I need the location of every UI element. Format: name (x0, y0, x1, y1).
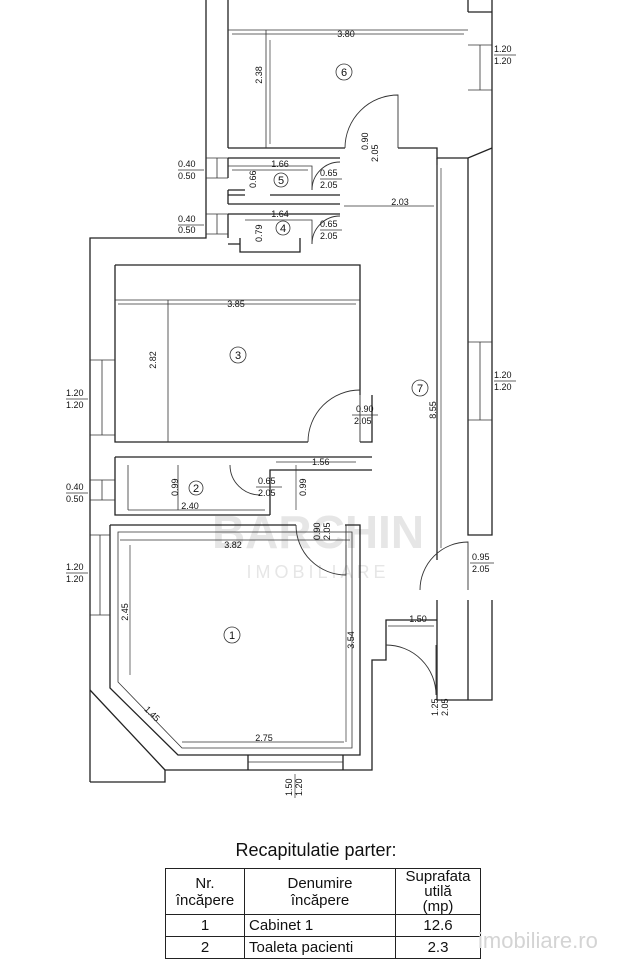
room-4: 1.64 0.79 4 0.65 2.05 0.40 0.50 (178, 209, 342, 253)
dim-r2-width: 2.40 (181, 501, 199, 511)
cell-area: 2.3 (395, 936, 481, 959)
table-row: 2 Toaleta pacienti 2.3 (165, 936, 481, 959)
dim-door-entrance2: 1.25 (430, 698, 440, 716)
entrance: 0.95 2.05 1.50 1.25 2.05 (385, 541, 494, 716)
dim-r6-width: 3.80 (337, 29, 355, 39)
dim-r3-height: 2.82 (148, 351, 158, 369)
dim-door-r1: 0.90 (312, 522, 322, 540)
dim-win-r6b: 1.20 (494, 56, 512, 66)
room-2: 2.40 0.99 0.99 1.56 2 0.65 2.05 0.40 0.5… (66, 456, 372, 516)
dim-win-r3: 1.20 (66, 388, 84, 398)
dim-r2-height2: 0.99 (298, 478, 308, 496)
dim-win-r1b: 1.20 (66, 574, 84, 584)
dim-r1-height: 2.45 (120, 603, 130, 621)
dim-r1-diag: 1.45 (142, 704, 161, 723)
header-name: Denumire încăpere (244, 868, 396, 915)
dim-r1-width: 3.82 (224, 540, 242, 550)
dim-corridor-width: 2.03 (391, 197, 409, 207)
dim-win-r2b: 0.50 (66, 494, 84, 504)
table-row: 1 Cabinet 1 12.6 (165, 914, 481, 937)
dim-door-entrance2-b: 2.05 (440, 698, 450, 716)
cell-name: Toaleta pacienti (244, 936, 396, 959)
cell-nr: 2 (165, 936, 245, 959)
room-label-2: 2 (193, 483, 199, 495)
dim-door-r6: 0.90 (360, 132, 370, 150)
dim-door-r3b: 2.05 (354, 416, 372, 426)
dim-door-entrance: 0.95 (472, 552, 490, 562)
watermark-sub: IMOBILIARE (246, 562, 389, 582)
cell-nr: 1 (165, 914, 245, 937)
dim-r6-height: 2.38 (254, 66, 264, 84)
dim-r1-height2: 3.54 (346, 631, 356, 649)
dim-door-entrance-b: 2.05 (472, 564, 490, 574)
dim-entrance-width: 1.50 (409, 614, 427, 624)
dim-win-r4b: 0.50 (178, 225, 196, 235)
summary-title: Recapitulatie parter: (235, 840, 397, 860)
dim-r4-width: 1.64 (271, 209, 289, 219)
outer-walls (89, 0, 493, 783)
dim-win-r6: 1.20 (494, 44, 512, 54)
dim-win-r1-bottom-b: 1.20 (294, 778, 304, 796)
dim-win-r2: 0.40 (66, 482, 84, 492)
room-7: 8.55 7 1.20 1.20 (411, 165, 516, 550)
dim-door-r2: 0.65 (258, 476, 276, 486)
dim-r4-height: 0.79 (254, 224, 264, 242)
watermark-site: imobiliare.ro (478, 928, 598, 953)
dim-door-r1b: 2.05 (322, 522, 332, 540)
room-label-4: 4 (280, 223, 286, 235)
room-label-3: 3 (235, 350, 241, 362)
header-nr: Nr. încăpere (165, 868, 245, 915)
dim-r5-height: 0.66 (248, 170, 258, 188)
dim-win-r1-bottom: 1.50 (284, 778, 294, 796)
dim-r2-height: 0.99 (170, 478, 180, 496)
dim-r3-width: 3.85 (227, 299, 245, 309)
room-label-1: 1 (229, 630, 235, 642)
dim-door-r3: 0.90 (356, 404, 374, 414)
dim-win-r3b: 1.20 (66, 400, 84, 410)
cell-area: 12.6 (395, 914, 481, 937)
dim-win-r5: 0.40 (178, 159, 196, 169)
dim-r5-width: 1.66 (271, 159, 289, 169)
cell-name: Cabinet 1 (244, 914, 396, 937)
dim-win-r7b: 1.20 (494, 382, 512, 392)
dim-door-r4b: 2.05 (320, 231, 338, 241)
room-3: 3.85 2.82 3 0.90 2.05 1.20 1.20 (66, 264, 378, 443)
table-header-row: Nr. încăpere Denumire încăpere Suprafata… (165, 868, 481, 915)
dim-door-r5b: 2.05 (320, 180, 338, 190)
room-6: 3.80 2.38 6 0.90 2.05 1.20 1.20 (228, 29, 516, 162)
dim-win-r7: 1.20 (494, 370, 512, 380)
header-area: Suprafata utilă (mp) (395, 868, 481, 915)
floor-plan: BARCHIN IMOBILIARE 3.80 2.38 6 0.90 2.05… (66, 0, 516, 798)
summary-table: Nr. încăpere Denumire încăpere Suprafata… (165, 868, 481, 959)
dim-door-r6b: 2.05 (370, 144, 380, 162)
room-label-5: 5 (278, 175, 284, 187)
room-5: 1.66 0.66 5 0.65 2.05 0.40 0.50 (178, 157, 342, 205)
dim-door-r2b: 2.05 (258, 488, 276, 498)
dim-win-r5b: 0.50 (178, 171, 196, 181)
dim-door-r4: 0.65 (320, 219, 338, 229)
dim-win-r1: 1.20 (66, 562, 84, 572)
room-label-7: 7 (417, 383, 423, 395)
dim-r7-height: 8.55 (428, 401, 438, 419)
dim-win-r4: 0.40 (178, 214, 196, 224)
room-label-6: 6 (341, 67, 347, 79)
dim-door-r5: 0.65 (320, 168, 338, 178)
dim-r1-bottom: 2.75 (255, 733, 273, 743)
